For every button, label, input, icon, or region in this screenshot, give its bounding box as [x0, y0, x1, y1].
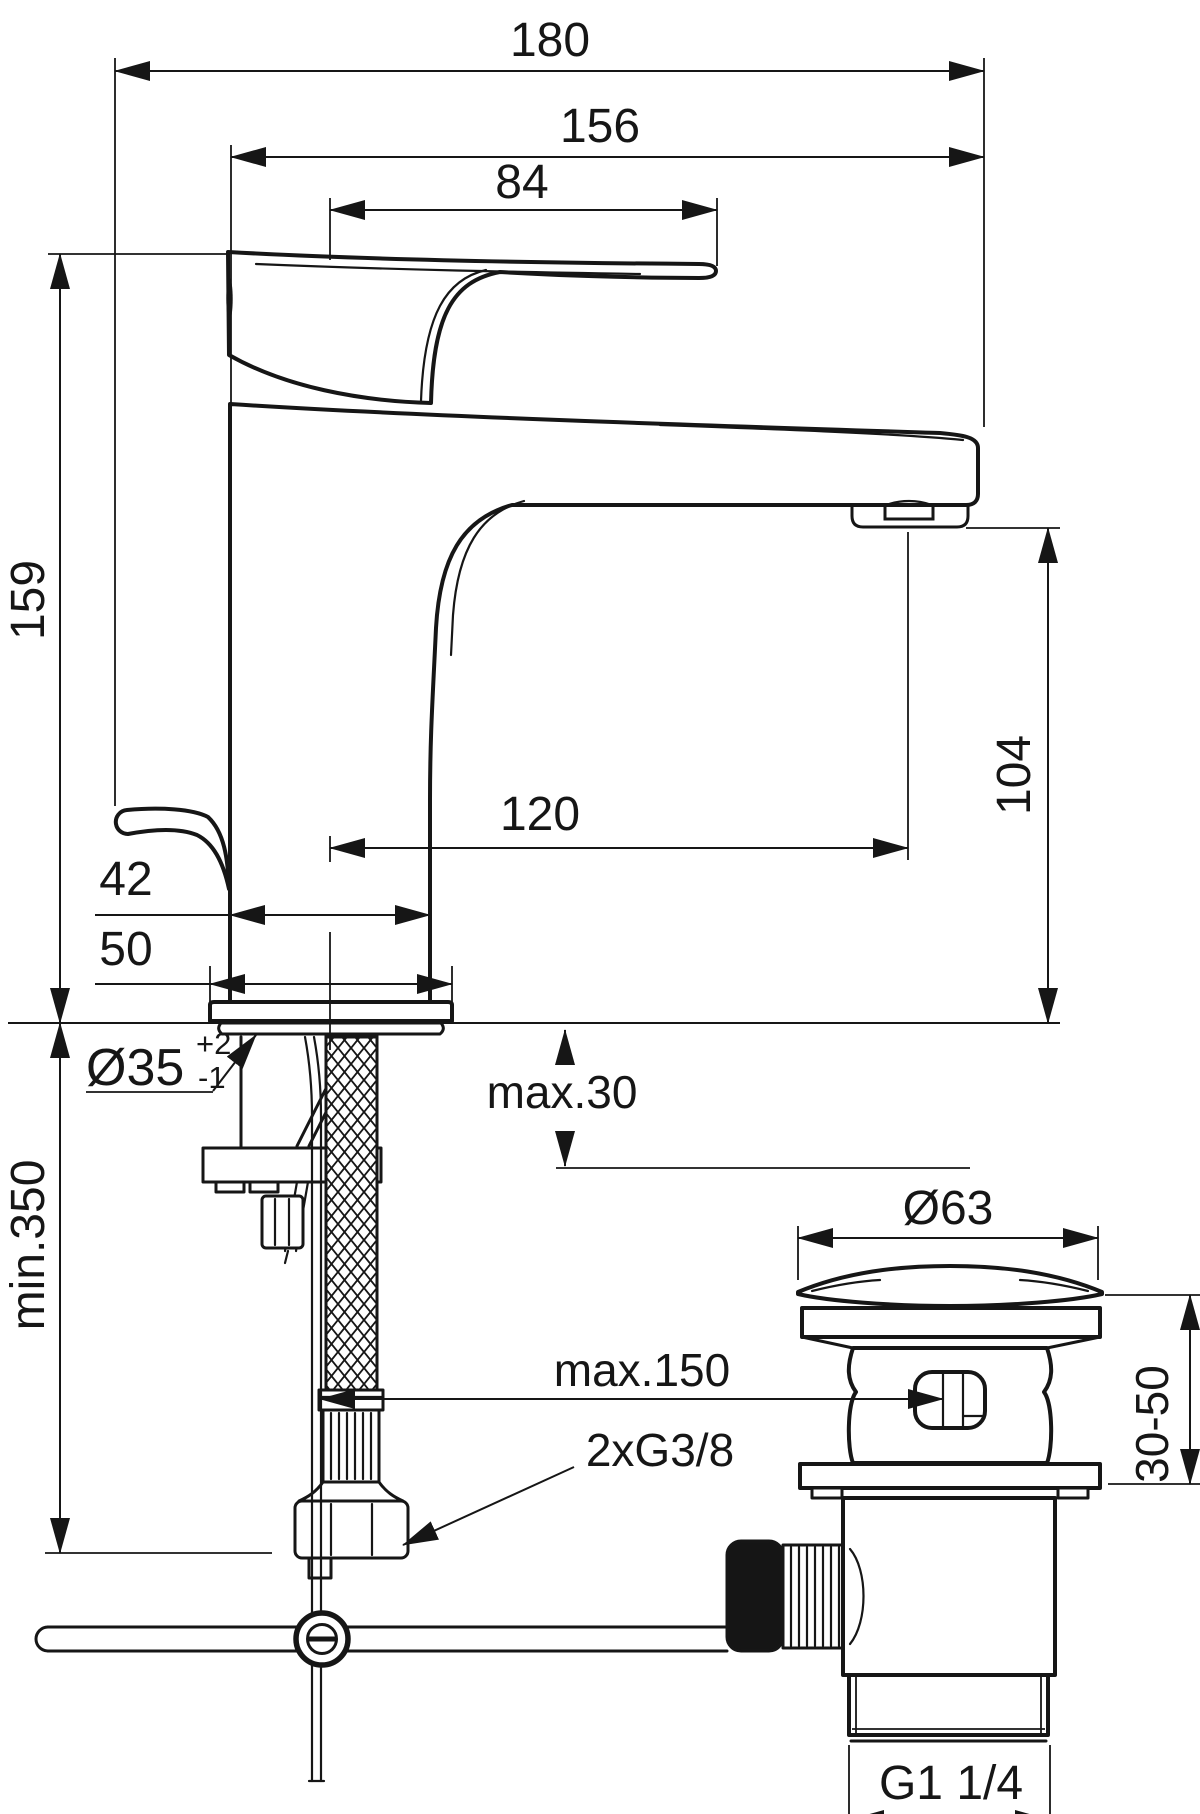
- aerator-insert: [883, 503, 935, 521]
- dim-min350-label: min.350: [2, 1160, 55, 1331]
- dim-104-label: 104: [988, 735, 1041, 815]
- hose-crimp-ribs: [329, 1411, 373, 1481]
- faucet-handle-lever: [226, 250, 718, 405]
- braided-hose: [324, 1035, 379, 1392]
- dim-d35-label: Ø35: [86, 1039, 184, 1097]
- under-counter-group: [201, 1035, 410, 1783]
- aerator-dome: [884, 499, 934, 507]
- waste-thread-section: [847, 1673, 1050, 1737]
- aerator-housing: [850, 503, 970, 529]
- waste-cap-lip-left: [810, 1278, 882, 1293]
- dim-g114-label: G1 1/4: [879, 1757, 1023, 1810]
- dim-159-label: 159: [2, 560, 55, 640]
- port-thread-ribs: [789, 1545, 841, 1648]
- pull-rod-right-edge: [312, 1035, 323, 1783]
- horizontal-rod-cap: [34, 1625, 50, 1653]
- pop-up-waste-group: [34, 1264, 1104, 1743]
- dim-2xg38-label: 2xG3/8: [586, 1424, 734, 1476]
- base-plate: [208, 1000, 454, 1023]
- handle-top-seam: [254, 262, 642, 276]
- dim-50-label: 50: [99, 923, 152, 976]
- waste-flange-tab-right: [1056, 1486, 1090, 1500]
- waste-taper-left: [800, 1335, 855, 1350]
- rod-ball-joint-inner: [306, 1623, 338, 1655]
- dim-84-label: 84: [495, 156, 548, 209]
- dim-156-label: 156: [560, 100, 640, 153]
- port-bulge: [848, 1547, 865, 1646]
- dim-3050-label: 30-50: [1126, 1365, 1178, 1483]
- dim-d63-label: Ø63: [903, 1182, 994, 1235]
- leader-2xg38: [402, 1466, 575, 1546]
- waste-flange-tab-left: [810, 1486, 844, 1500]
- dim-42-label: 42: [99, 853, 152, 906]
- waste-lower-body: [841, 1496, 1057, 1677]
- leader-d35: [212, 1034, 257, 1092]
- base-gasket: [217, 1021, 445, 1036]
- pull-rod-left-edge: [303, 1035, 314, 1783]
- waste-lower-flange: [798, 1462, 1102, 1490]
- spout-top-seam: [658, 423, 965, 442]
- faucet-body-group: [113, 250, 980, 1036]
- waste-cap-lip-right: [1018, 1278, 1090, 1293]
- handle-rear-seam: [419, 268, 488, 403]
- waste-cap: [796, 1264, 1104, 1308]
- dim-120-label: 120: [500, 788, 580, 841]
- hose-crimp: [321, 1408, 381, 1484]
- handle-hook-position: [113, 806, 231, 891]
- dim-max30-label: max.30: [487, 1066, 638, 1118]
- waste-taper-right: [1045, 1335, 1102, 1350]
- stud-tip: [283, 1249, 290, 1265]
- waste-flange: [800, 1306, 1102, 1339]
- dim-d35-tol-plus: +2: [196, 1026, 231, 1061]
- flange-foot-left: [214, 1180, 246, 1194]
- dim-max150-label: max.150: [554, 1344, 730, 1396]
- spout-inner-curve: [449, 499, 526, 657]
- mounting-nut: [260, 1194, 305, 1250]
- dimension-layer: 180 156 84 159 min.350 104 120 42 50 max…: [2, 14, 1200, 1814]
- dim-d35-tol-minus: -1: [198, 1060, 226, 1095]
- port-gasket-ring: [725, 1539, 785, 1653]
- dim-180-label: 180: [510, 14, 590, 67]
- hose-bell: [297, 1480, 405, 1503]
- flange-foot-right: [248, 1180, 280, 1194]
